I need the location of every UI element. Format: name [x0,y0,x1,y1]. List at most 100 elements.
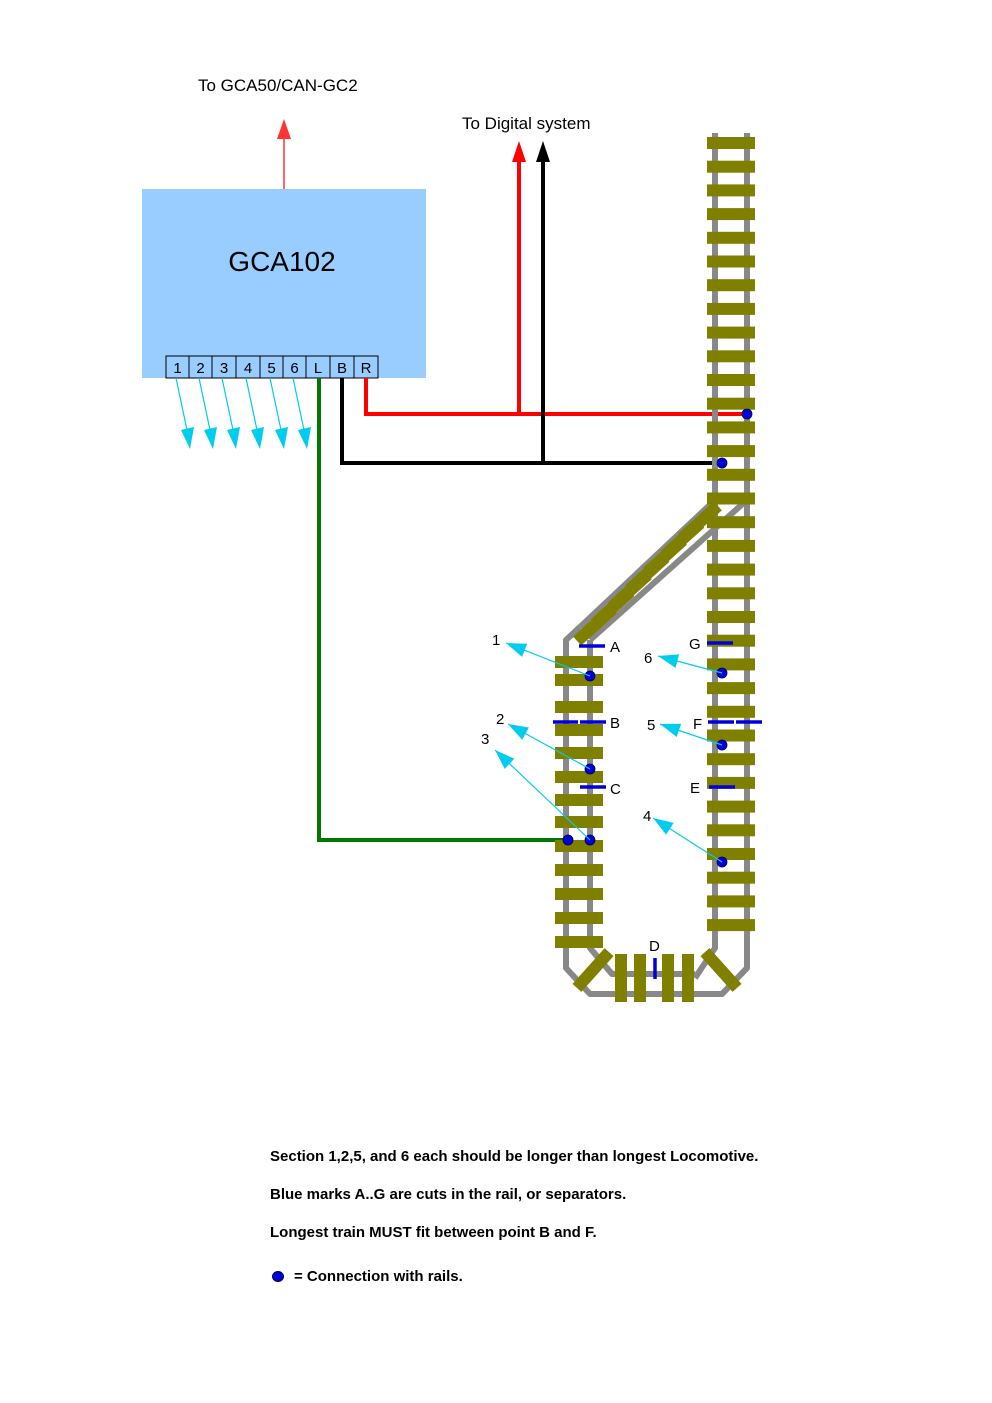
section-pointer-head [658,654,680,668]
tie-right [707,492,755,505]
tie-right [707,374,755,386]
sense-arrow-line [175,377,188,431]
tie-curve-left [572,948,614,992]
sense-arrow-line [292,377,305,431]
connection-dots [562,408,753,868]
tie-right [707,231,755,244]
sense-arrow-head [275,427,288,449]
red-wire-r [364,378,747,416]
label-to-gca50: To GCA50/CAN-GC2 [198,76,358,95]
tie-bottom [634,954,646,1002]
terminal-label: 6 [290,360,298,377]
notes: Section 1,2,5, and 6 each should be long… [270,1148,758,1285]
tie-bottom [662,954,674,1002]
red-feed-arrow [512,141,526,162]
tie-right [707,800,755,813]
tie-right [707,445,755,458]
black-wire-b [340,378,722,465]
tie-right [707,634,755,647]
sense-arrow-line [245,377,258,431]
legend: = Connection with rails. [270,1268,758,1285]
sense-arrow-head [251,427,264,449]
section-label: 2 [496,711,504,728]
tie-right [707,919,755,932]
terminal-label: R [361,360,372,377]
gca102-module: GCA102 [142,189,426,378]
tie-bottom [615,954,627,1002]
connection-dot [741,408,753,420]
cut-label: B [610,715,620,732]
terminal-label: 2 [196,360,204,377]
tie-right [707,729,755,742]
sense-arrow-head [204,427,217,449]
cut-label: A [610,639,620,656]
tie-right [707,563,755,576]
tie-right [707,137,755,149]
connection-dot [562,834,574,846]
sense-arrow-line [221,377,234,431]
tie-left [555,840,603,852]
tie-right [707,421,755,434]
tie-right [707,871,755,884]
sense-arrow-line [269,377,282,431]
tie-left [555,912,603,924]
rail-outer-loop [563,133,750,997]
tie-left [555,888,603,900]
note-2: Blue marks A..G are cuts in the rail, or… [270,1186,627,1203]
tie-right [707,705,755,718]
wires [317,141,747,842]
section-label: 3 [481,731,489,748]
tie-left [555,816,603,828]
sense-arrows [175,377,311,449]
section-label: 5 [647,717,655,734]
cut-label: C [610,781,621,798]
cut-label: G [689,636,701,653]
sense-arrow-head [181,427,194,449]
tie-right [707,184,755,197]
section-label: 1 [492,632,500,649]
tie-left [555,724,603,736]
tie-right [707,848,755,860]
section-pointer-head [660,723,682,738]
tie-right [707,302,755,315]
sense-arrow-head [227,427,240,449]
terminal-label: 4 [244,360,252,377]
tie-right [707,658,755,671]
tie-left [555,674,603,686]
tie-curve-right [700,948,742,992]
black-feed-arrow [536,141,550,162]
tie-right [707,539,755,552]
terminal-label: B [337,360,347,377]
tie-right [707,397,755,410]
connection-dot [716,457,728,469]
cut-label: F [693,716,702,733]
tie-right [707,255,755,268]
cut-label: E [690,780,700,797]
connection-dot-icon [272,1271,284,1282]
tie-left [555,864,603,876]
sense-arrow-head [298,427,311,449]
note-1: Section 1,2,5, and 6 each should be long… [270,1148,759,1165]
rail-cuts: A B C D E F G [553,636,762,979]
terminal-label: 5 [267,360,275,377]
tie-right [707,468,755,481]
tie-right [707,326,755,339]
tie-right [707,160,755,173]
tie-left [555,771,603,783]
note-3: Longest train MUST fit between point B a… [270,1224,597,1241]
cut-label: D [649,938,660,955]
legend-text: = Connection with rails. [294,1268,463,1285]
tie-right [707,682,755,695]
tie-right [707,895,755,908]
tie-right [707,279,755,292]
rail-left-inner [587,640,695,977]
tie-right [707,516,755,529]
terminal-label: 1 [173,360,181,377]
tie-left [555,747,603,759]
section-pointer-line [494,749,591,841]
section-pointer-head [495,750,515,769]
tie-right [707,753,755,766]
tie-left [555,701,603,713]
